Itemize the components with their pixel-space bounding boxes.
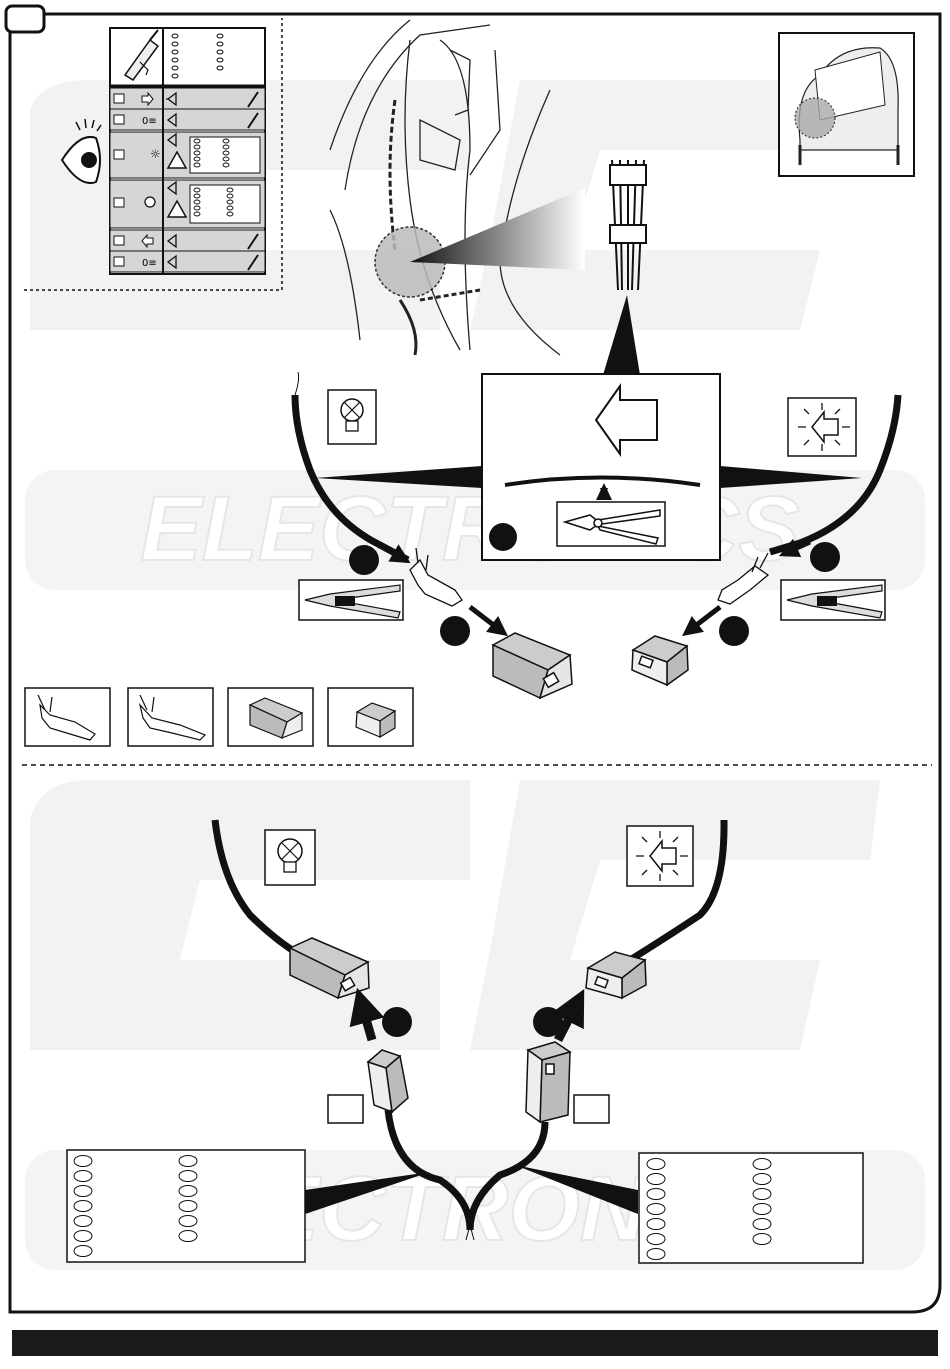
step-number-box: [6, 6, 44, 32]
parts-legend: [25, 688, 413, 746]
footer-bar: [12, 1330, 938, 1356]
legend-row-rear-fog: [110, 109, 265, 130]
label-box-left: [328, 1095, 363, 1123]
pin-list-left: [67, 1150, 305, 1262]
step-dot: [810, 542, 840, 572]
step-dot: [440, 616, 470, 646]
reverse-light-icon: 0≡: [142, 258, 157, 269]
checkbox[interactable]: [114, 257, 124, 266]
label-box-right: [574, 1095, 609, 1123]
female-housing-top: [493, 633, 572, 698]
legend-table: 0≡ ☼ 0≡: [110, 28, 265, 274]
legend-row-turn-right: [110, 88, 265, 109]
step-dot: [719, 616, 749, 646]
bulb-icon: [328, 390, 376, 444]
checkbox[interactable]: [114, 198, 124, 207]
step-dot: [489, 523, 517, 551]
male-housing-top: [632, 636, 688, 685]
car-rear-thumbnail: [779, 33, 914, 176]
checkbox[interactable]: [114, 115, 124, 124]
stop-light-icon: ☼: [150, 147, 161, 161]
crimping-pliers-icon: [299, 580, 403, 620]
female-plug-bottom-right: [526, 1042, 570, 1122]
step-dot: [349, 545, 379, 575]
indicator-arrow-icon: [788, 398, 856, 456]
cut-wire-panel: [482, 374, 720, 560]
checkbox[interactable]: [114, 150, 124, 159]
pin-list-right: [639, 1153, 863, 1263]
checkbox[interactable]: [114, 236, 124, 245]
rear-fog-icon: 0≡: [142, 116, 157, 127]
bulb-icon: [265, 830, 315, 885]
indicator-arrow-icon: [627, 826, 693, 886]
step-dot: [382, 1007, 412, 1037]
checkbox[interactable]: [114, 94, 124, 103]
male-plug-bottom-left: [368, 1050, 408, 1112]
part-female-terminal: [25, 688, 110, 746]
crimping-pliers-icon: [781, 580, 885, 620]
tail-light-circle-icon: [145, 197, 155, 207]
